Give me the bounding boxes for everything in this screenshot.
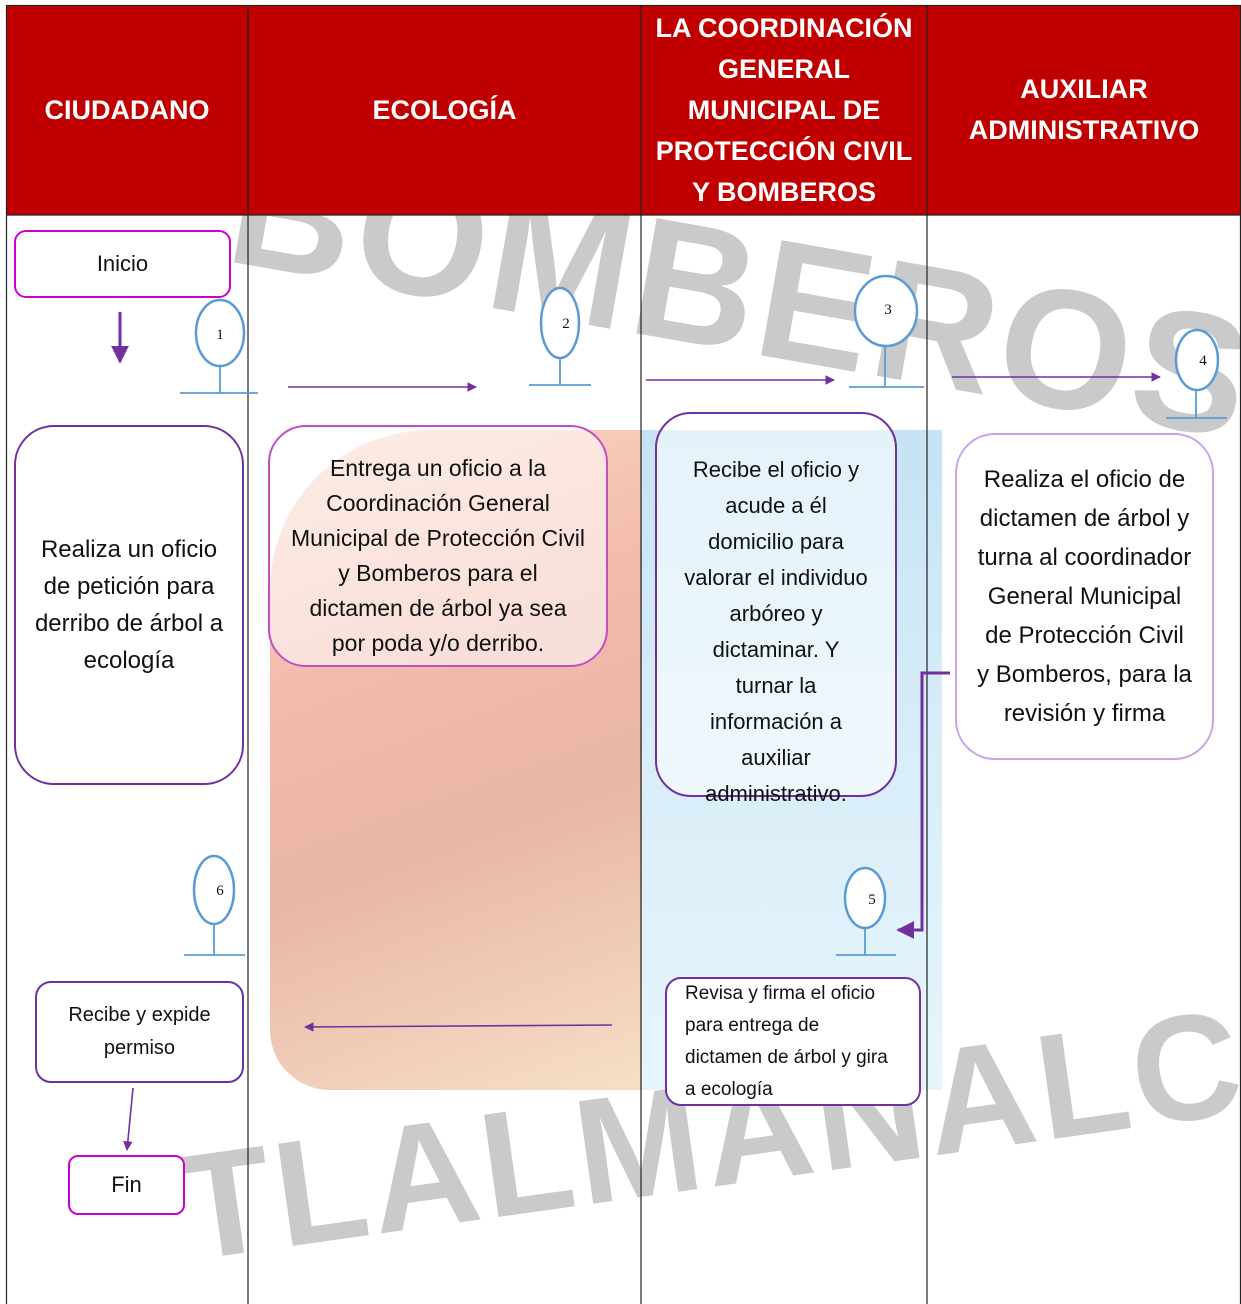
arrow-step4-to-step5 [896,671,950,939]
arrow-step6-to-fin [123,1087,134,1151]
step-text-3: Recibe el oficio y acude a él domicilio … [684,457,868,806]
step-text-5: Revisa y firma el oficio para entrega de… [685,982,888,1100]
arrow-step5-to-lane2 [304,1022,613,1032]
step-text-1: Realiza un oficio de petición para derri… [34,536,224,674]
step-box-2: Entrega un oficio a la Coordinación Gene… [268,425,608,667]
step-text-4: Realiza el oficio de dictamen de árbol y… [977,466,1192,727]
step-number-4: 4 [1199,353,1207,369]
terminal-fin-label: Fin [111,1172,142,1197]
lane-header-ciudadano: CIUDADANO [6,5,248,215]
lane-header-ecologia: ECOLOGÍA [248,5,641,215]
lane-header-auxiliar: AUXILIAR ADMINISTRATIVO [927,5,1241,215]
lane-header-coordinacion: LA COORDINACIÓN GENERAL MUNICIPAL DE PRO… [641,5,927,215]
step-text-2: Entrega un oficio a la Coordinación Gene… [290,455,585,656]
step-box-5: Revisa y firma el oficio para entrega de… [665,977,921,1106]
step-number-6: 6 [216,883,224,899]
step-box-3: Recibe el oficio y acude a él domicilio … [655,412,897,806]
step-number-3: 3 [884,302,892,318]
terminal-fin: Fin [68,1155,185,1215]
step-marker-3: 3 [849,274,924,388]
terminal-inicio-label: Inicio [96,251,149,276]
step-box-1: Realiza un oficio de petición para derri… [14,425,244,785]
step-number-5: 5 [868,892,876,908]
step-box-4: Realiza el oficio de dictamen de árbol y… [955,433,1214,760]
step-marker-6: 6 [184,854,245,956]
step-marker-1: 1 [180,298,258,394]
step-marker-5: 5 [836,866,896,956]
step-marker-2: 2 [529,286,591,386]
step-box-6: Recibe y expide permiso [35,981,244,1083]
step-number-1: 1 [216,327,224,343]
step-number-2: 2 [562,316,570,332]
step-text-6: Recibe y expide permiso [68,1004,211,1059]
terminal-inicio: Inicio [14,230,231,298]
step-marker-4: 4 [1166,328,1227,419]
